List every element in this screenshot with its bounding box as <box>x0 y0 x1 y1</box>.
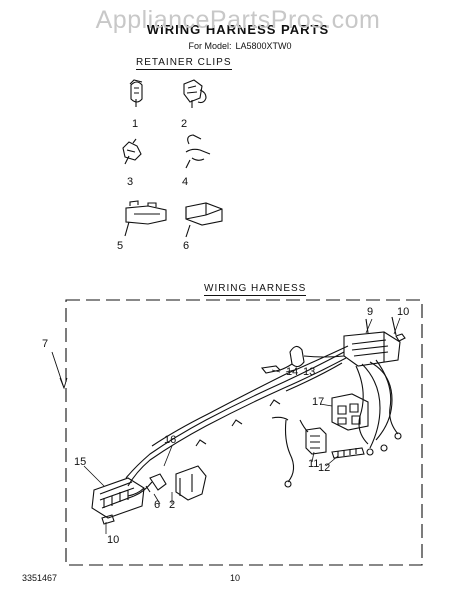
page-number: 10 <box>230 573 241 583</box>
callout-15: 15 <box>74 456 87 468</box>
callout-clip-4: 4 <box>182 176 189 188</box>
callout-13: 13 <box>303 366 316 378</box>
callout-12: 12 <box>318 462 331 474</box>
callout-clip-3: 3 <box>127 176 134 188</box>
callout-10-top: 10 <box>397 306 410 318</box>
connector-17 <box>331 393 369 431</box>
callout-clip-6: 6 <box>183 240 190 252</box>
branch-wires <box>355 359 402 456</box>
page-title: WIRING HARNESS PARTS <box>146 22 330 37</box>
plug-13 <box>260 345 345 374</box>
top-connector <box>343 316 406 367</box>
ground-wire <box>271 416 295 488</box>
connector-11 <box>299 419 327 455</box>
harness-lower-end <box>127 465 207 501</box>
clip-6-part <box>185 202 223 238</box>
callout-6-harness: 6 <box>154 499 161 511</box>
model-line: For Model:LA5800XTW0 <box>0 41 476 51</box>
harness-dashed-outline <box>65 299 423 566</box>
callout-7: 7 <box>42 338 49 350</box>
part-code: 3351467 <box>22 573 58 583</box>
callout-10-bottom: 10 <box>107 534 120 546</box>
section-retainer-clips: RETAINER CLIPS <box>136 57 232 70</box>
model-label: For Model: <box>188 41 232 51</box>
clip-1-part <box>129 79 143 107</box>
callout-leaders <box>83 317 401 534</box>
callout-clip-2: 2 <box>181 118 188 130</box>
callout-2-harness: 2 <box>169 499 176 511</box>
clip-5-part <box>124 200 167 237</box>
clip-3-part <box>122 138 142 165</box>
clip-4-part <box>185 134 211 169</box>
model-number: LA5800XTW0 <box>235 41 292 51</box>
callout-16: 16 <box>164 434 177 446</box>
callout-11: 11 <box>308 458 320 470</box>
terminal-strip-12 <box>331 447 365 459</box>
callout-17: 17 <box>312 396 325 408</box>
watermark: AppliancePartsPros.com <box>95 6 381 34</box>
callout-clip-1: 1 <box>132 118 139 130</box>
connector-15 <box>91 477 145 525</box>
callout-14: 14 <box>286 366 299 378</box>
callout-9: 9 <box>367 306 374 318</box>
section-wiring-harness: WIRING HARNESS <box>204 283 307 296</box>
callout-clip-5: 5 <box>117 240 124 252</box>
clip-2-part <box>183 79 207 108</box>
harness-trunk <box>125 345 349 487</box>
